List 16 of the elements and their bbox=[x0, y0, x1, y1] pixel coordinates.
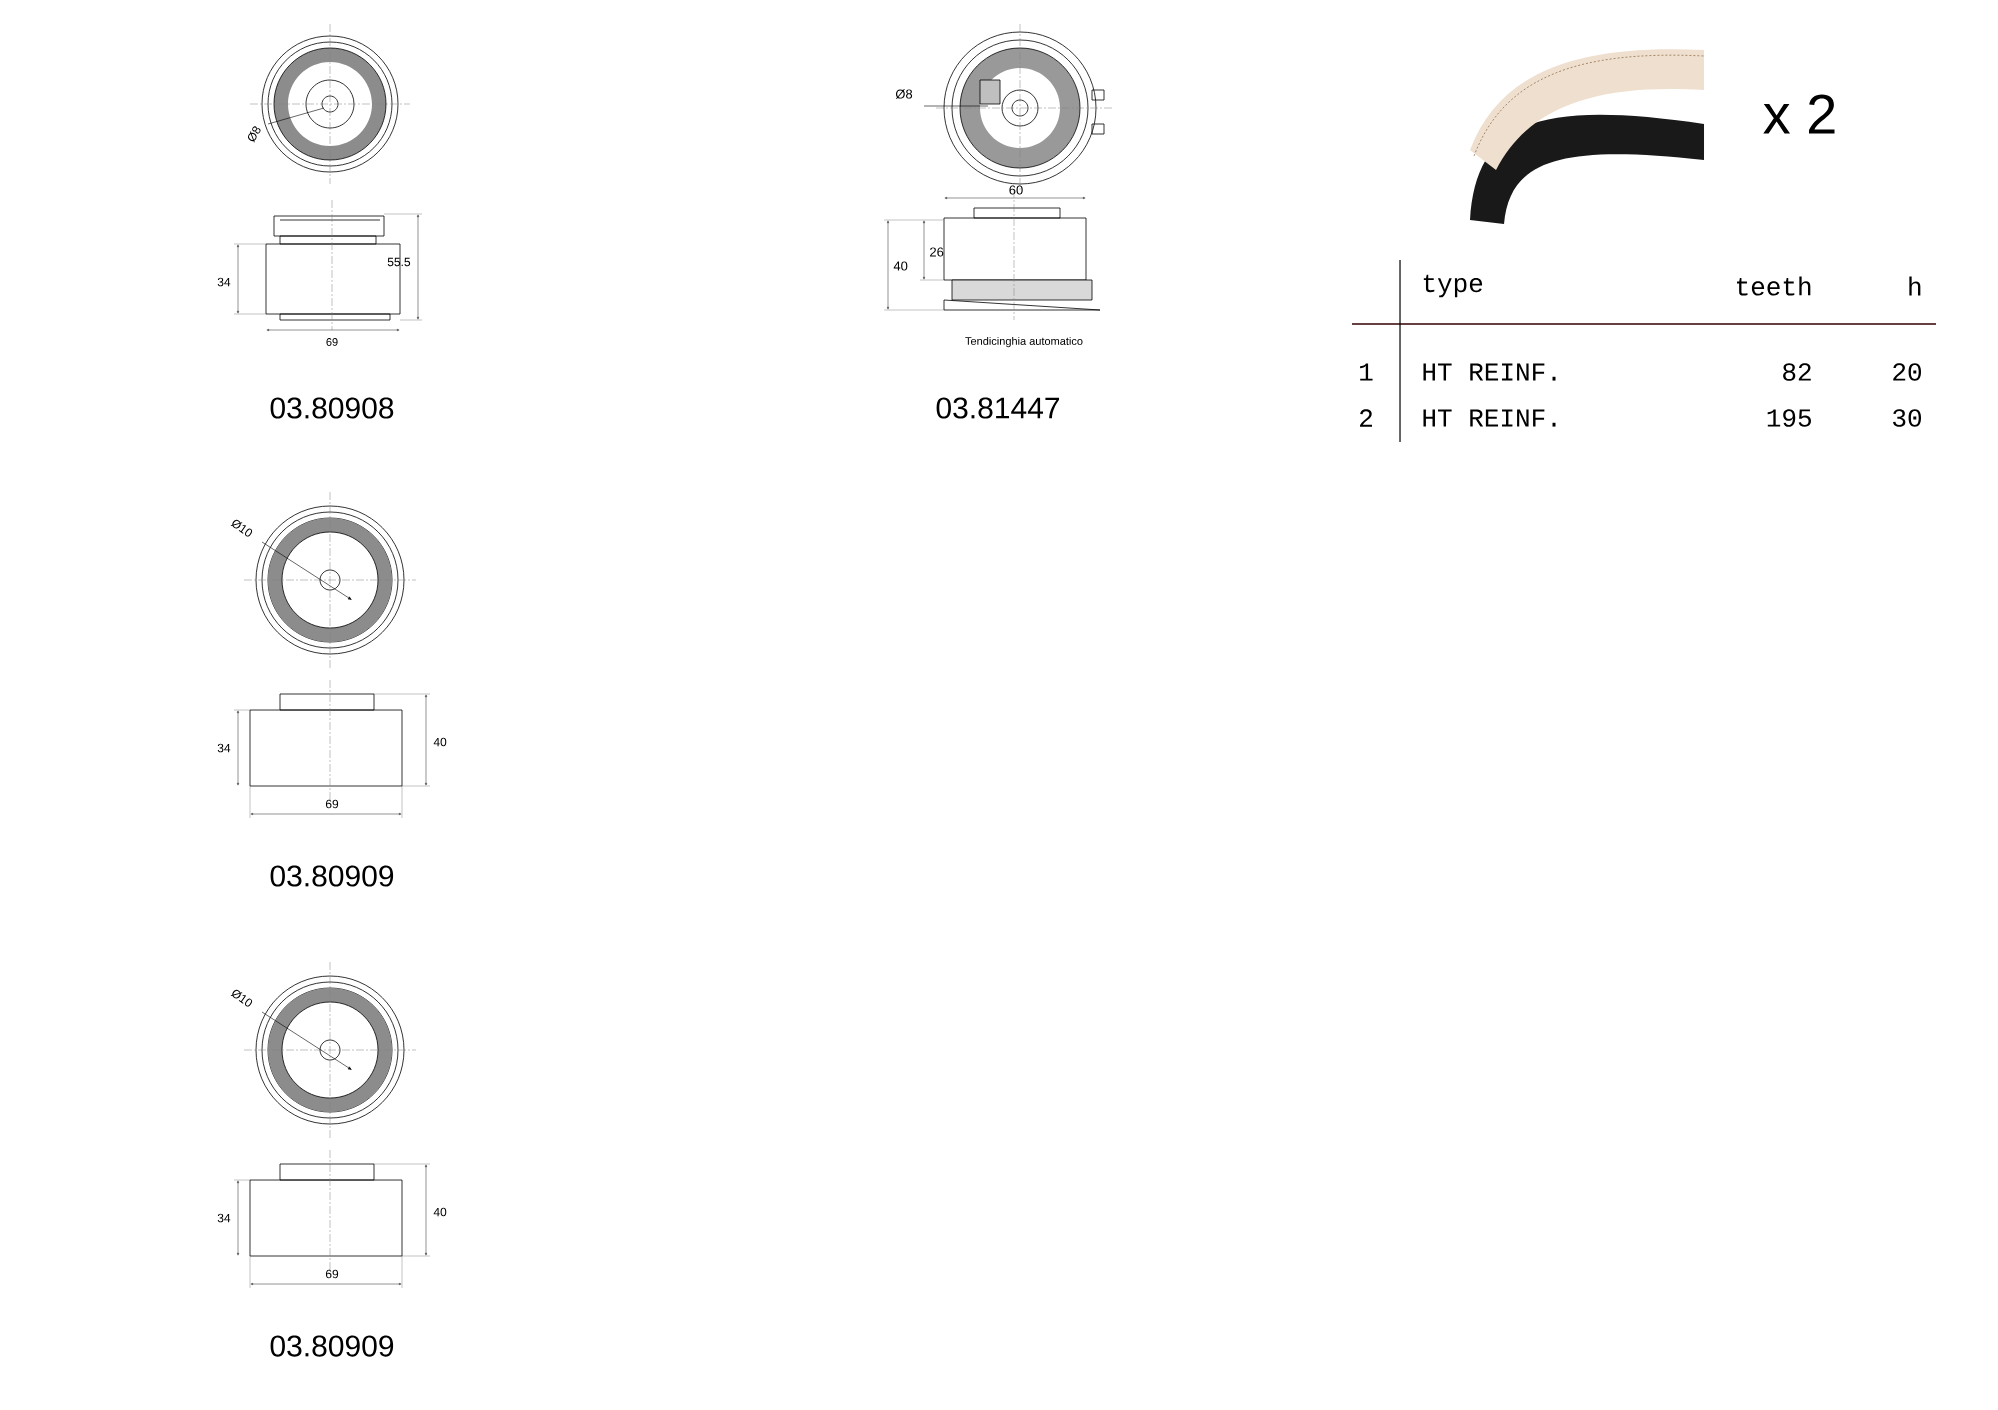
table-cell: 195 bbox=[1767, 409, 1811, 427]
table-cell: 20 bbox=[1893, 363, 1921, 381]
part-number: 03.80908 bbox=[270, 397, 394, 419]
part-number: 03.81447 bbox=[936, 397, 1060, 419]
part-number: 03.80909 bbox=[270, 865, 394, 887]
table-cell: HT REINF. bbox=[1423, 409, 1556, 427]
quantity-label: x 2 bbox=[1763, 94, 1835, 134]
table-cell: type bbox=[1423, 274, 1483, 298]
table-cell: 82 bbox=[1783, 363, 1811, 381]
table-cell: HT REINF. bbox=[1423, 363, 1556, 381]
table-cell: h bbox=[1909, 276, 1921, 296]
table-cell: 30 bbox=[1893, 409, 1921, 427]
part-number: 03.80909 bbox=[270, 1335, 394, 1357]
table-cell: teeth bbox=[1737, 276, 1811, 296]
table-cell: 1 bbox=[1360, 363, 1373, 381]
table-cell: 2 bbox=[1360, 409, 1372, 427]
